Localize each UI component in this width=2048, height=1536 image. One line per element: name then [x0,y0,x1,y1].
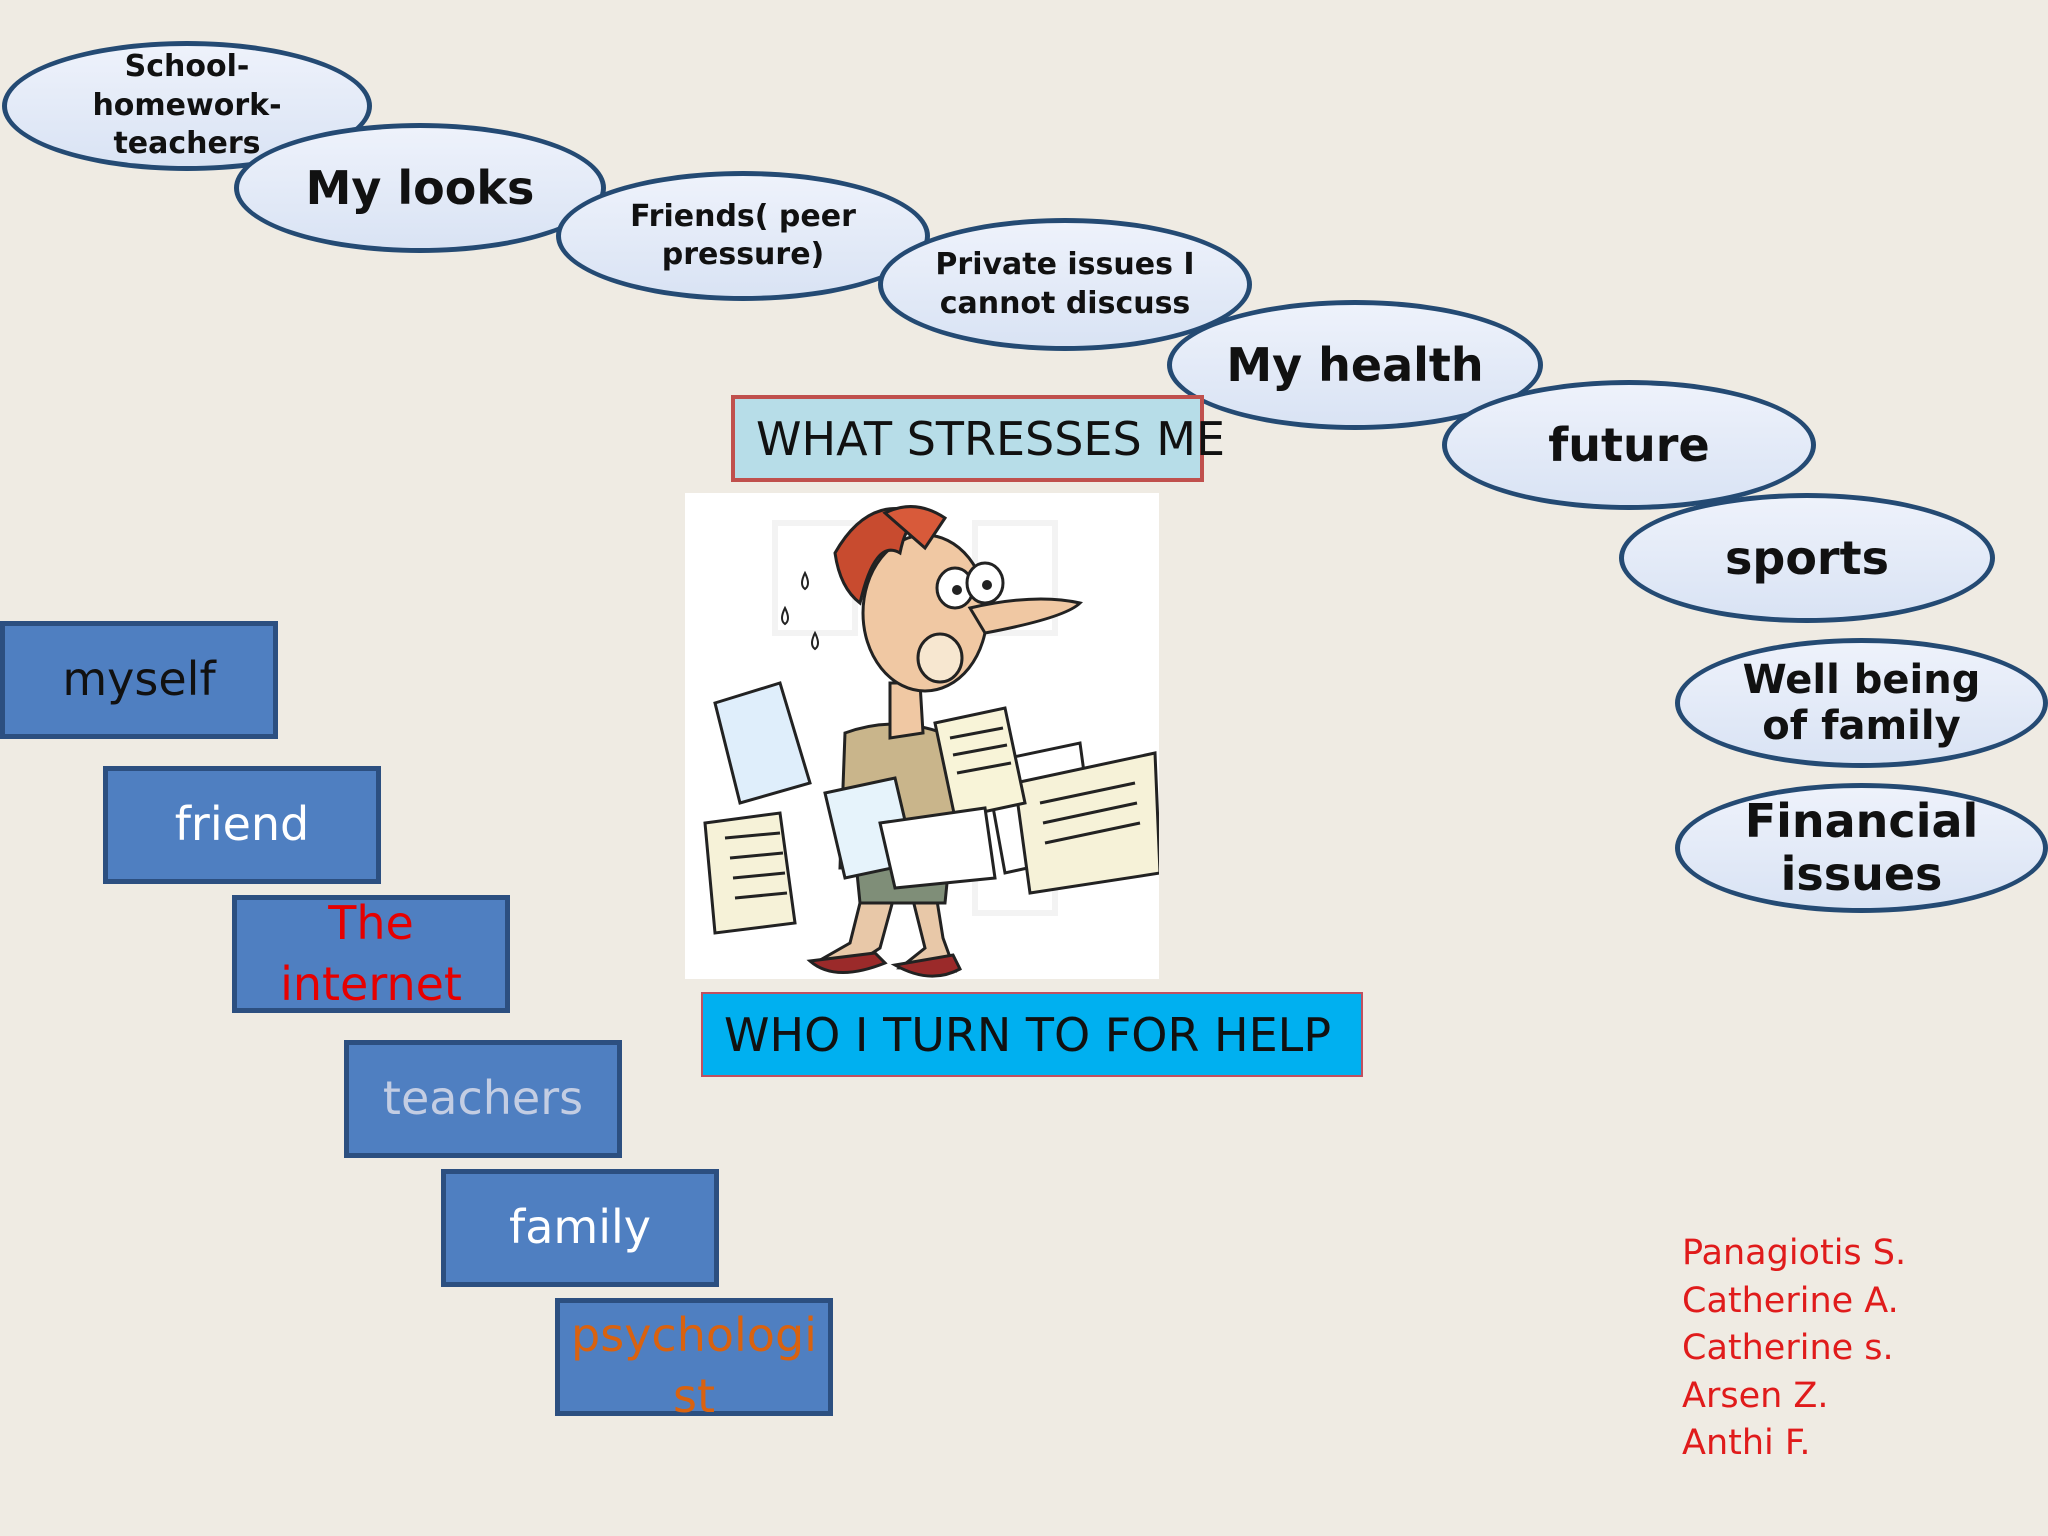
stressor-school: School- homework- teachers [2,41,372,171]
stressor-friends: Friends( peer pressure) [556,171,930,301]
credits-list: Panagiotis S. Catherine A. Catherine s. … [1682,1230,1906,1468]
stressor-financial-issues: Financial issues [1675,783,2048,913]
helper-friend: friend [103,766,381,884]
helper-myself: myself [0,621,278,739]
helper-internet: The internet [232,895,510,1013]
credit-name: Catherine s. [1682,1328,1894,1368]
credit-name: Catherine A. [1682,1280,1899,1321]
helper-teachers: teachers [344,1040,622,1158]
helper-family: family [441,1169,719,1287]
helper-psychologist: psychologist [555,1298,833,1423]
stressed-person-icon [703,505,1159,978]
stressor-my-looks: My looks [234,123,606,253]
stressed-person-illustration [685,493,1159,979]
credit-name: Panagiotis S. [1682,1233,1907,1273]
credit-name: Arsen Z. [1682,1375,1829,1416]
stressor-private-issues: Private issues I cannot discuss [878,218,1252,351]
heading-who-i-turn-to: WHO I TURN TO FOR HELP [701,992,1363,1077]
stressor-family-wellbeing: Well being of family [1675,638,2048,768]
stressor-sports: sports [1619,493,1995,623]
credit-name: Anthi F. [1682,1423,1811,1463]
stressor-future: future [1442,380,1816,510]
heading-what-stresses-me: WHAT STRESSES ME [731,395,1225,482]
